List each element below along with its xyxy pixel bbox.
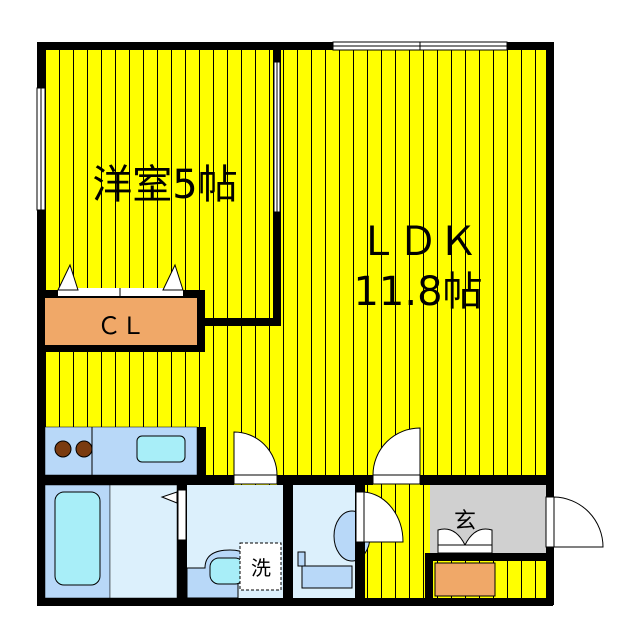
outer-walls — [37, 42, 554, 606]
kitchen-sink — [136, 435, 186, 463]
shoe-cabinet — [434, 562, 496, 597]
kitchen-counter — [44, 426, 206, 477]
door-bath[interactable] — [233, 431, 278, 485]
stove-burner-icon — [75, 440, 93, 458]
washer-space — [239, 542, 282, 591]
washroom — [186, 485, 283, 599]
closet-door-left — [57, 263, 79, 291]
bathtub — [54, 491, 101, 586]
bathroom — [44, 484, 178, 599]
entrance-label: 玄 — [454, 509, 476, 534]
window-top — [332, 41, 508, 51]
ldk-label: ＬＤＫ — [358, 219, 478, 265]
middle-wall — [37, 475, 554, 485]
wall — [177, 485, 187, 598]
toilet-tank — [301, 565, 353, 589]
stove-burner-icon — [54, 440, 72, 458]
front-door[interactable] — [545, 496, 604, 548]
ldk-size-label: 11.8帖 — [353, 269, 482, 315]
door-entry-hall[interactable] — [372, 427, 421, 485]
closet-door-right — [162, 263, 184, 291]
door-bathroom[interactable] — [177, 489, 187, 541]
closet — [37, 263, 205, 352]
western-room-label: 洋室5帖 — [92, 162, 237, 208]
window-left — [36, 87, 46, 211]
closet-label: ＣＬ — [97, 312, 145, 340]
wall — [283, 485, 293, 598]
entrance — [425, 485, 546, 598]
laundry-label: 洗 — [251, 556, 271, 580]
sliding-door-partition[interactable] — [273, 61, 281, 213]
door-toilet[interactable] — [355, 491, 404, 543]
